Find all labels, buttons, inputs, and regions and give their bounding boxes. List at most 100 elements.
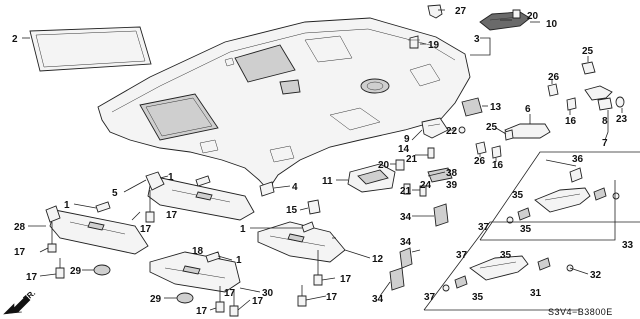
- hook-4-part: [259, 181, 275, 197]
- screw-20b-part: [395, 159, 405, 171]
- cover-25b-part: [504, 129, 514, 141]
- cover-34a-part: [433, 203, 449, 227]
- callout-35a: 35: [512, 190, 524, 201]
- callout-5: 5: [112, 188, 118, 199]
- callout-13: 13: [490, 102, 502, 113]
- callout-23: 23: [616, 114, 628, 125]
- clip-15-part: [307, 199, 321, 215]
- sunvisor-12-part: [257, 221, 346, 263]
- callout-17h: 17: [252, 296, 264, 307]
- clip-1c-part: [301, 221, 315, 233]
- callout-14: 14: [398, 144, 410, 155]
- callout-34b: 34: [400, 237, 412, 248]
- callout-17a: 17: [166, 210, 178, 221]
- callout-1b: 1: [64, 200, 70, 211]
- callout-20a: 20: [527, 11, 539, 22]
- callout-17f: 17: [326, 292, 338, 303]
- callout-9: 9: [404, 134, 410, 145]
- callout-34a: 34: [400, 212, 412, 223]
- cover-26a-part: [547, 83, 559, 97]
- callout-39: 39: [446, 180, 458, 191]
- callout-1c: 1: [240, 224, 246, 235]
- screw-21a-part: [427, 147, 435, 159]
- clip-1d-part: [205, 251, 221, 263]
- callout-35c: 35: [500, 250, 512, 261]
- callout-19: 19: [428, 40, 440, 51]
- cover-36-part: [569, 167, 583, 183]
- grab-handle-10-part: [479, 11, 531, 31]
- callout-24: 24: [420, 180, 432, 191]
- sunvisor-28-part: [49, 209, 149, 255]
- callout-34c: 34: [372, 294, 384, 305]
- clip-19-part: [408, 35, 420, 49]
- callout-30: 30: [262, 288, 274, 299]
- sunvisor-30-part: [149, 251, 241, 293]
- screw-16b-part: [491, 145, 502, 159]
- callout-38: 38: [446, 168, 458, 179]
- callout-8: 8: [602, 116, 608, 127]
- clip-1a-part: [195, 175, 211, 187]
- callout-29a: 29: [70, 266, 82, 277]
- callout-31: 31: [530, 288, 542, 299]
- callout-21a: 21: [406, 154, 418, 165]
- screw-24-part: [403, 183, 411, 195]
- callout-2: 2: [12, 34, 18, 45]
- callout-17g: 17: [196, 306, 208, 317]
- handle-8-part: [584, 85, 613, 111]
- callout-35b: 35: [520, 224, 532, 235]
- callout-3: 3: [474, 34, 480, 45]
- callout-33: 33: [622, 240, 634, 251]
- callout-28: 28: [14, 222, 26, 233]
- callout-32: 32: [590, 270, 602, 281]
- callout-37c: 37: [424, 292, 436, 303]
- callout-16b: 16: [492, 160, 504, 171]
- group-33-bracket: [479, 151, 640, 241]
- callout-26b: 26: [474, 156, 486, 167]
- clip-1b-part: [95, 201, 111, 213]
- callout-17d: 17: [26, 272, 38, 283]
- callout-1d: 1: [236, 255, 242, 266]
- callout-22: 22: [446, 126, 458, 137]
- callout-17e: 17: [340, 274, 352, 285]
- cover-34c-part: [389, 267, 405, 291]
- screw-21b-part: [419, 185, 427, 197]
- sunvisor-5-part: [147, 175, 255, 221]
- visor-hinge-12-part: [297, 250, 323, 307]
- diagram-code: S3V4−B3800E: [548, 307, 613, 317]
- callout-21b: 21: [400, 186, 412, 197]
- visor-hinge-30-part: [215, 286, 239, 317]
- clip-27-part: [427, 4, 443, 19]
- callout-18: 18: [192, 246, 204, 257]
- bracket-13-part: [461, 97, 483, 117]
- callout-25b: 25: [486, 122, 498, 133]
- callout-26a: 26: [548, 72, 560, 83]
- callout-29b: 29: [150, 294, 162, 305]
- cover-26b-part: [475, 141, 487, 155]
- callout-15: 15: [286, 205, 298, 216]
- callout-25a: 25: [582, 46, 594, 57]
- callout-1a: 1: [168, 172, 174, 183]
- assist-grip-33-part: [506, 187, 620, 224]
- visor-hinge-28-part: [45, 205, 65, 279]
- callout-16a: 16: [565, 116, 577, 127]
- cover-25a-part: [581, 61, 596, 75]
- callout-36: 36: [572, 154, 584, 165]
- cap-23-part: [615, 96, 625, 108]
- callout-37a: 37: [478, 222, 490, 233]
- callout-17b: 17: [140, 224, 152, 235]
- screw-16a-part: [566, 97, 577, 111]
- screw-20a-part: [512, 9, 521, 19]
- leader-lines: [22, 9, 623, 311]
- cover-34b-part: [399, 247, 413, 269]
- front-arrow-icon: [3, 295, 31, 315]
- callout-10: 10: [546, 19, 558, 30]
- callout-11: 11: [322, 176, 333, 187]
- visor-hinge-5-part: [145, 171, 165, 223]
- callout-35d: 35: [472, 292, 484, 303]
- map-light-9-part: [421, 117, 449, 139]
- callout-20b: 20: [378, 160, 390, 171]
- holder-29a-part: [93, 264, 111, 276]
- holder-29b-part: [176, 292, 194, 304]
